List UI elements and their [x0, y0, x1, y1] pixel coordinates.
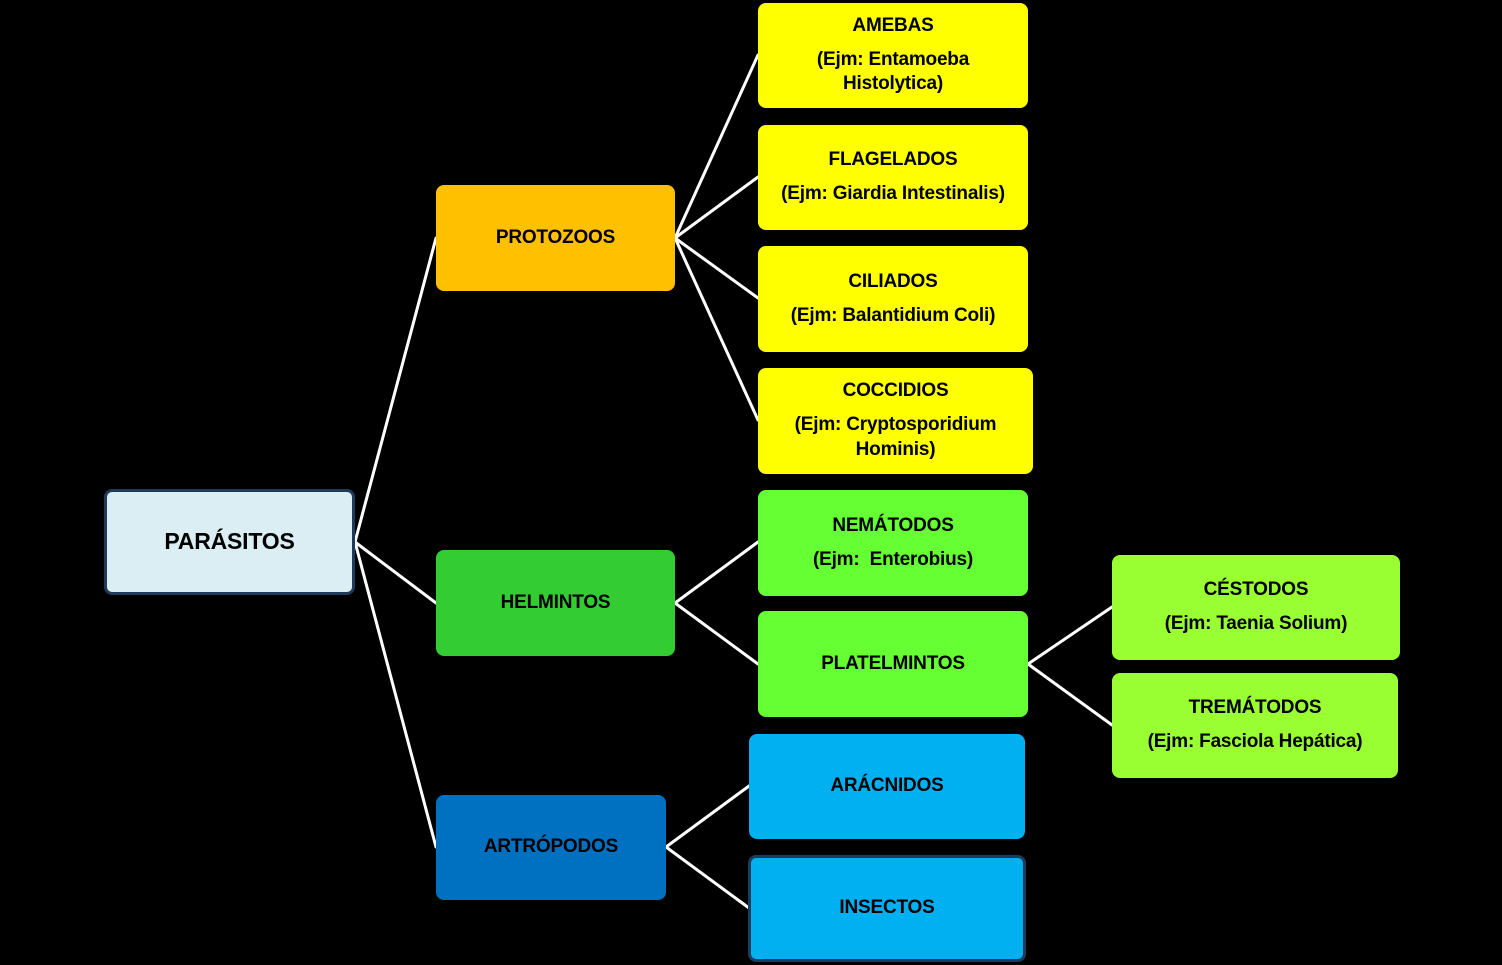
- node-artropodos-label: ARTRÓPODOS: [483, 836, 619, 858]
- connector-protozoos-flagelados: [673, 175, 760, 240]
- connector-root-protozoos: [353, 236, 438, 544]
- node-protozoos-label: PROTOZOOS: [495, 226, 616, 248]
- node-insectos: INSECTOS: [748, 855, 1026, 962]
- node-trematodos: TREMÁTODOS (Ejm: Fasciola Hepática): [1112, 673, 1398, 778]
- node-ciliados: CILIADOS (Ejm: Balantidium Coli): [758, 246, 1028, 352]
- node-nematodos-label: NEMÁTODOS: [832, 514, 954, 536]
- node-parasitos: PARÁSITOS: [104, 489, 355, 595]
- node-ciliados-label: CILIADOS: [848, 270, 938, 292]
- connector-protozoos-amebas: [673, 53, 760, 240]
- node-flagelados: FLAGELADOS (Ejm: Giardia Intestinalis): [758, 125, 1028, 230]
- node-trematodos-label: TREMÁTODOS: [1188, 697, 1322, 719]
- node-aracnidos: ARÁCNIDOS: [749, 734, 1025, 839]
- node-flagelados-label: FLAGELADOS: [828, 149, 958, 171]
- node-nematodos: NEMÁTODOS (Ejm: Enterobius): [758, 490, 1028, 596]
- node-flagelados-example: (Ejm: Giardia Intestinalis): [781, 183, 1005, 204]
- node-coccidios-label: COCCIDIOS: [842, 380, 949, 402]
- node-helmintos-label: HELMINTOS: [500, 591, 611, 613]
- node-protozoos: PROTOZOOS: [436, 185, 675, 291]
- connector-root-helmintos: [353, 540, 438, 605]
- connector-platelmintos-cestodos: [1026, 605, 1114, 666]
- node-nematodos-example: (Ejm: Enterobius): [812, 548, 973, 570]
- node-platelmintos-label: PLATELMINTOS: [821, 652, 965, 674]
- node-cestodos-example: (Ejm: Taenia Solium): [1164, 613, 1348, 634]
- node-insectos-label: INSECTOS: [839, 897, 935, 919]
- node-amebas-label: AMEBAS: [852, 14, 934, 36]
- node-amebas: AMEBAS (Ejm: Entamoeba Histolytica): [758, 3, 1028, 108]
- connector-helmintos-nematodos: [673, 540, 760, 605]
- connector-artropodos-aracnidos: [664, 784, 751, 849]
- connector-protozoos-ciliados: [673, 236, 760, 300]
- connector-artropodos-insectos: [664, 845, 751, 910]
- connector-protozoos-coccidios: [673, 236, 760, 422]
- connector-platelmintos-trematodos: [1026, 662, 1114, 727]
- node-amebas-example: (Ejm: Entamoeba Histolytica): [816, 48, 970, 95]
- node-artropodos: ARTRÓPODOS: [436, 795, 666, 900]
- node-coccidios: COCCIDIOS (Ejm: Cryptosporidium Hominis): [758, 368, 1033, 474]
- connector-helmintos-platelmintos: [673, 601, 760, 666]
- node-helmintos: HELMINTOS: [436, 550, 675, 656]
- connector-root-artropodos: [353, 540, 438, 849]
- node-platelmintos: PLATELMINTOS: [758, 611, 1028, 717]
- node-ciliados-example: (Ejm: Balantidium Coli): [790, 304, 996, 326]
- node-coccidios-example: (Ejm: Cryptosporidium Hominis): [794, 414, 997, 460]
- node-cestodos-label: CÉSTODOS: [1203, 579, 1309, 601]
- node-aracnidos-label: ARÁCNIDOS: [830, 775, 944, 797]
- node-cestodos: CÉSTODOS (Ejm: Taenia Solium): [1112, 555, 1400, 660]
- node-parasitos-label: PARÁSITOS: [164, 528, 295, 555]
- node-trematodos-example: (Ejm: Fasciola Hepática): [1147, 731, 1363, 752]
